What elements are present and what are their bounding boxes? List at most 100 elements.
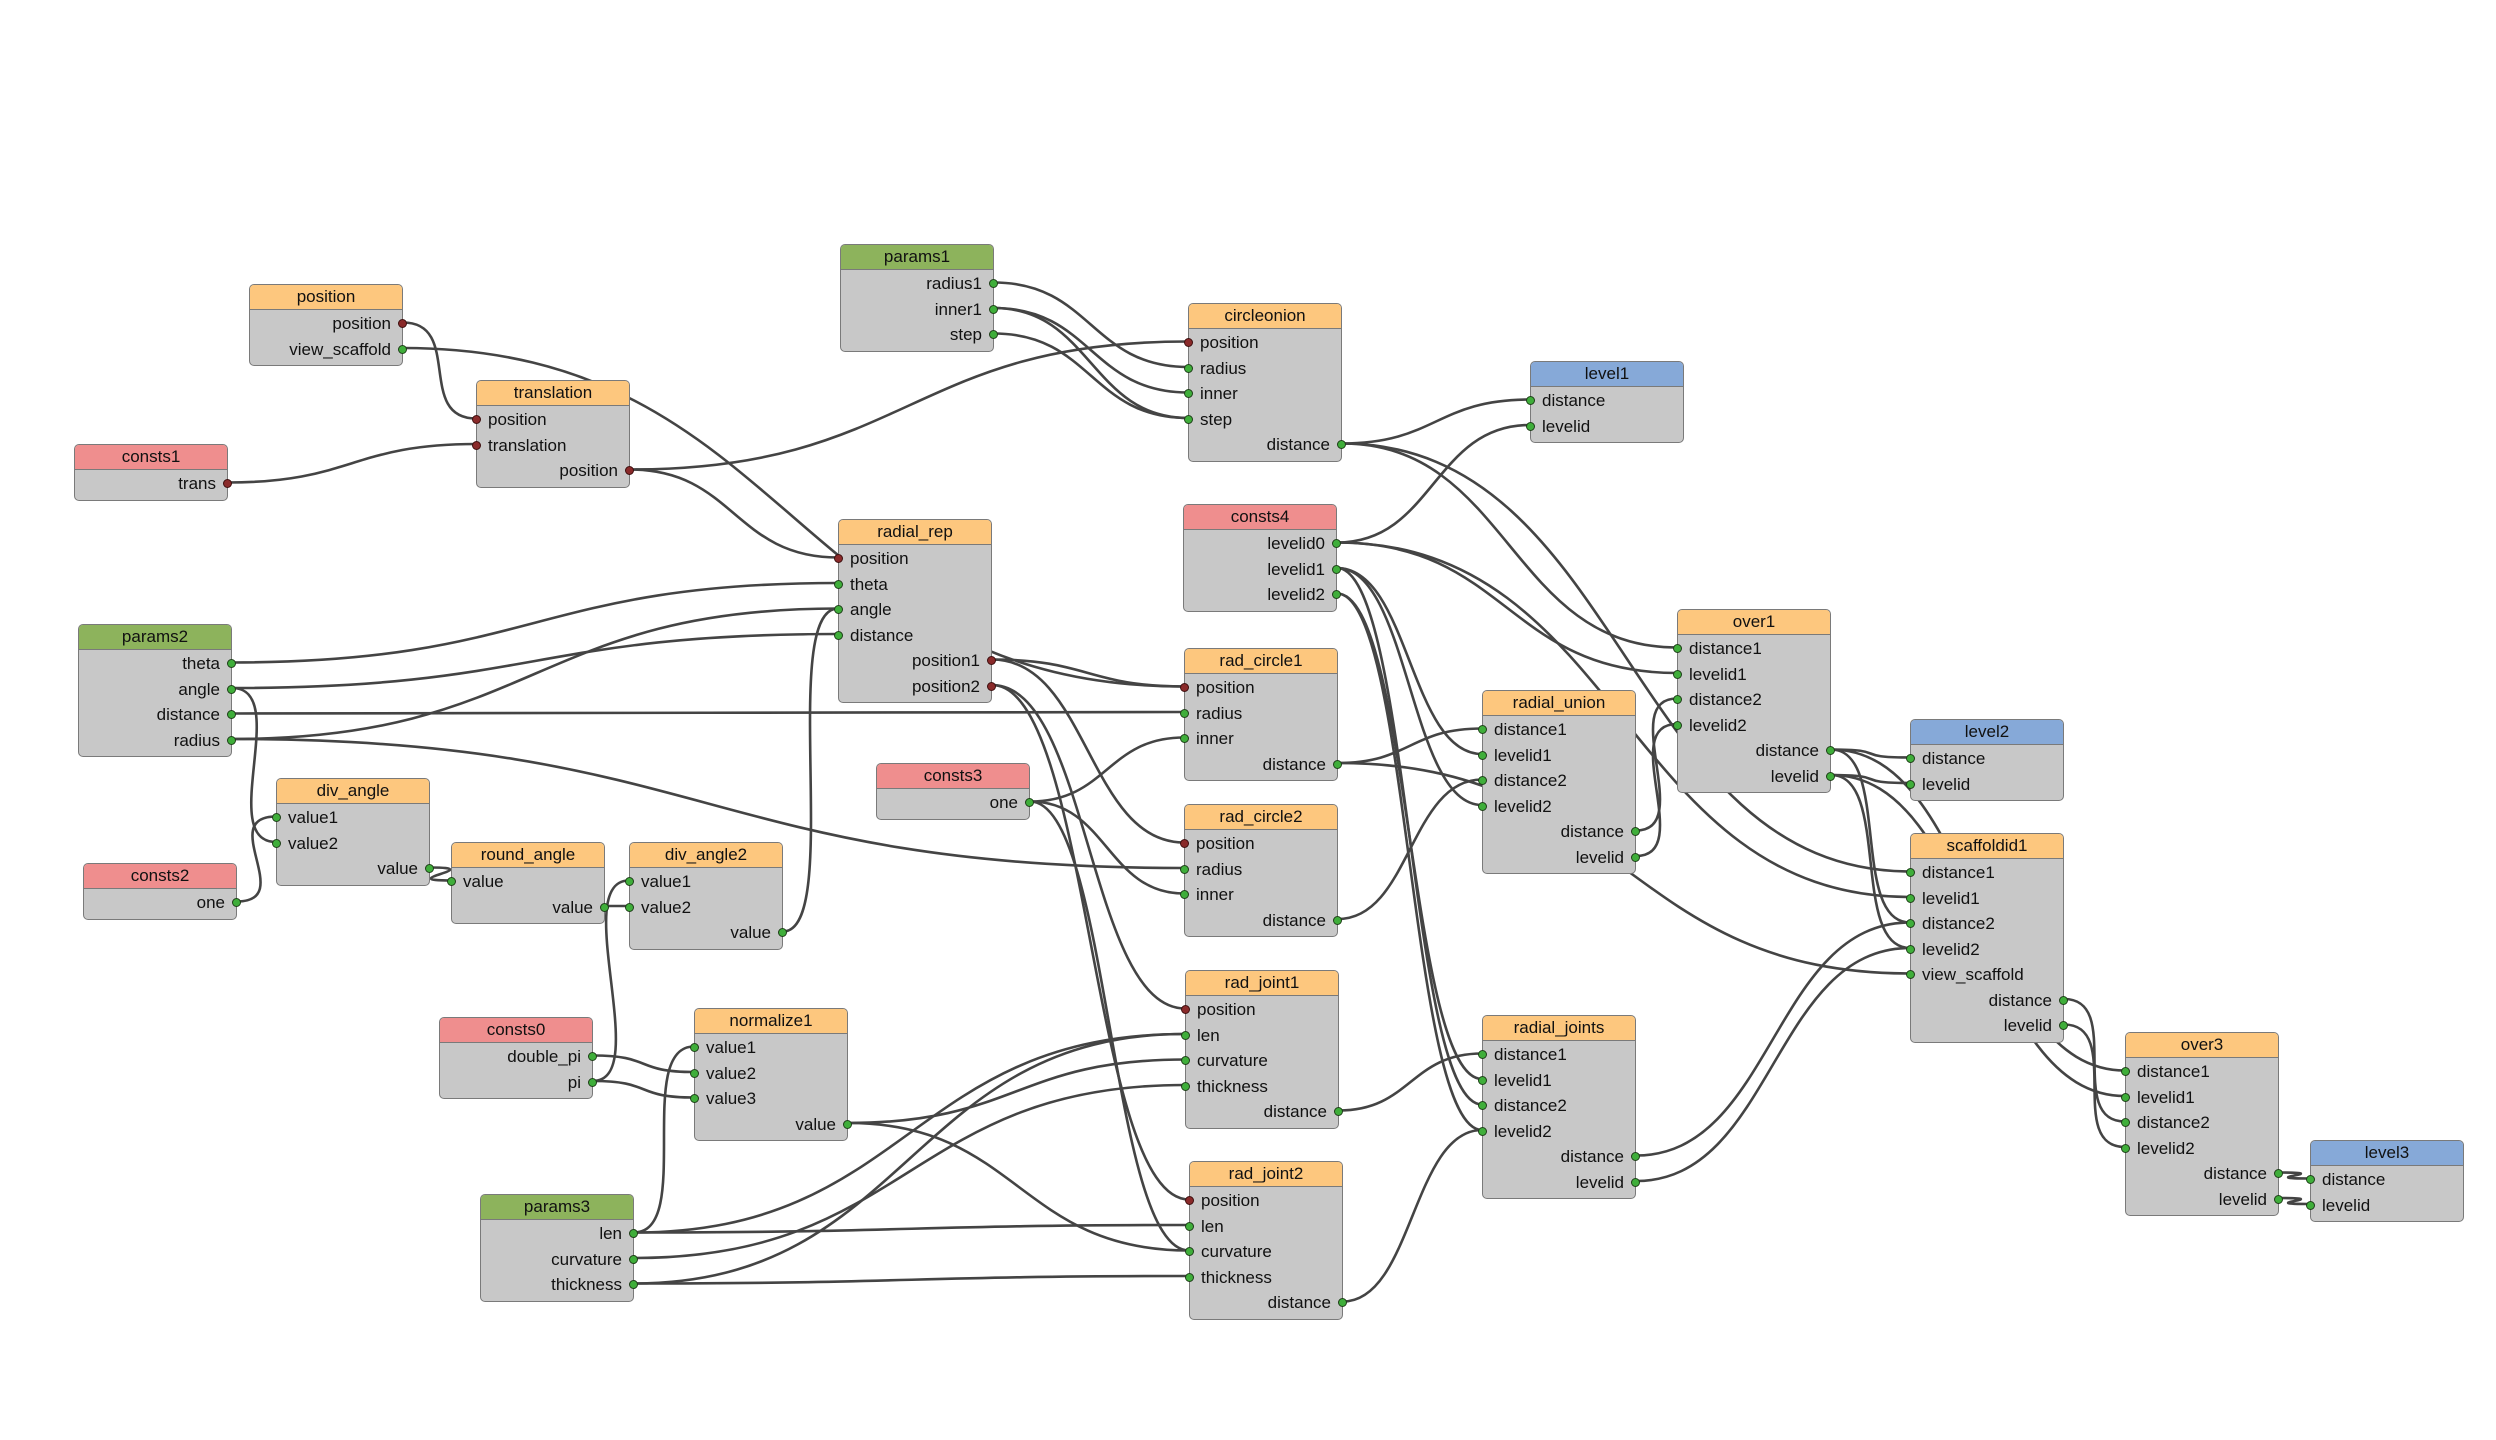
- value-socket-icon[interactable]: [989, 304, 998, 314]
- position-socket-icon[interactable]: [1184, 338, 1193, 347]
- value-socket-icon[interactable]: [227, 710, 236, 719]
- value-socket-icon[interactable]: [447, 877, 456, 886]
- value-socket-icon[interactable]: [398, 344, 407, 354]
- position-socket-icon[interactable]: [1180, 839, 1189, 848]
- value-socket-icon[interactable]: [1184, 363, 1193, 373]
- value-socket-icon[interactable]: [1332, 539, 1341, 548]
- value-socket-icon[interactable]: [1478, 801, 1487, 811]
- value-socket-icon[interactable]: [1333, 759, 1342, 769]
- value-socket-icon[interactable]: [1906, 779, 1915, 789]
- value-socket-icon[interactable]: [1181, 1081, 1190, 1091]
- value-socket-icon[interactable]: [629, 1254, 638, 1264]
- value-socket-icon[interactable]: [1184, 414, 1193, 424]
- value-socket-icon[interactable]: [1478, 776, 1487, 785]
- value-socket-icon[interactable]: [1180, 864, 1189, 874]
- value-socket-icon[interactable]: [2274, 1194, 2283, 1204]
- position-socket-icon[interactable]: [223, 479, 232, 488]
- value-socket-icon[interactable]: [1478, 1075, 1487, 1085]
- value-socket-icon[interactable]: [2306, 1175, 2315, 1184]
- value-socket-icon[interactable]: [1025, 798, 1034, 807]
- value-socket-icon[interactable]: [2059, 995, 2068, 1005]
- position-socket-icon[interactable]: [1181, 1005, 1190, 1014]
- value-socket-icon[interactable]: [625, 902, 634, 912]
- value-socket-icon[interactable]: [425, 864, 434, 873]
- value-socket-icon[interactable]: [1478, 750, 1487, 760]
- value-socket-icon[interactable]: [227, 684, 236, 694]
- value-socket-icon[interactable]: [1332, 590, 1341, 599]
- value-socket-icon[interactable]: [1333, 915, 1342, 925]
- value-socket-icon[interactable]: [989, 330, 998, 339]
- value-socket-icon[interactable]: [629, 1229, 638, 1238]
- value-socket-icon[interactable]: [588, 1077, 597, 1087]
- value-socket-icon[interactable]: [690, 1043, 699, 1052]
- value-socket-icon[interactable]: [1332, 564, 1341, 574]
- value-socket-icon[interactable]: [1673, 720, 1682, 730]
- value-socket-icon[interactable]: [778, 928, 787, 937]
- value-socket-icon[interactable]: [1673, 695, 1682, 704]
- value-socket-icon[interactable]: [1478, 1050, 1487, 1059]
- value-socket-icon[interactable]: [2059, 1021, 2068, 1030]
- value-socket-icon[interactable]: [834, 630, 843, 640]
- value-socket-icon[interactable]: [1180, 708, 1189, 718]
- position-socket-icon[interactable]: [472, 440, 481, 450]
- value-socket-icon[interactable]: [2121, 1118, 2130, 1127]
- value-socket-icon[interactable]: [1906, 754, 1915, 763]
- value-socket-icon[interactable]: [1826, 746, 1835, 755]
- value-socket-icon[interactable]: [227, 735, 236, 745]
- value-socket-icon[interactable]: [1906, 944, 1915, 954]
- value-socket-icon[interactable]: [834, 605, 843, 614]
- value-socket-icon[interactable]: [1184, 389, 1193, 398]
- value-socket-icon[interactable]: [1180, 734, 1189, 743]
- position-socket-icon[interactable]: [987, 656, 996, 665]
- position-socket-icon[interactable]: [472, 415, 481, 424]
- position-socket-icon[interactable]: [834, 554, 843, 563]
- value-socket-icon[interactable]: [272, 813, 281, 822]
- value-socket-icon[interactable]: [625, 877, 634, 886]
- value-socket-icon[interactable]: [1185, 1221, 1194, 1231]
- value-socket-icon[interactable]: [1180, 890, 1189, 899]
- position-socket-icon[interactable]: [1185, 1196, 1194, 1205]
- value-socket-icon[interactable]: [2121, 1067, 2130, 1076]
- value-socket-icon[interactable]: [1673, 644, 1682, 653]
- position-socket-icon[interactable]: [1180, 683, 1189, 692]
- position-socket-icon[interactable]: [398, 319, 407, 328]
- value-socket-icon[interactable]: [1631, 827, 1640, 836]
- value-socket-icon[interactable]: [1338, 1298, 1347, 1307]
- value-socket-icon[interactable]: [1185, 1247, 1194, 1256]
- position-socket-icon[interactable]: [625, 466, 634, 475]
- value-socket-icon[interactable]: [2121, 1092, 2130, 1102]
- value-socket-icon[interactable]: [600, 902, 609, 912]
- position-socket-icon[interactable]: [987, 681, 996, 691]
- value-socket-icon[interactable]: [1478, 1126, 1487, 1136]
- value-socket-icon[interactable]: [1526, 421, 1535, 431]
- value-socket-icon[interactable]: [232, 898, 241, 907]
- value-socket-icon[interactable]: [2274, 1169, 2283, 1178]
- value-socket-icon[interactable]: [690, 1094, 699, 1103]
- value-socket-icon[interactable]: [1826, 771, 1835, 781]
- value-socket-icon[interactable]: [1181, 1056, 1190, 1065]
- value-socket-icon[interactable]: [1673, 669, 1682, 679]
